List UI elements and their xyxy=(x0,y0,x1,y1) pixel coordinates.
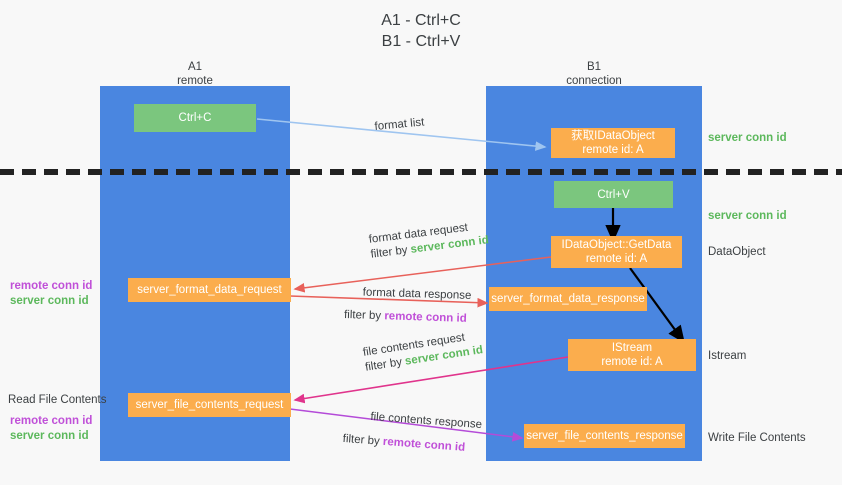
filter-prefix-2: filter by xyxy=(343,308,385,323)
label-server-conn-id-mid: server conn id xyxy=(708,210,787,222)
edge-label-format-data-response-filter: filter by remote conn id xyxy=(344,308,471,327)
node-ctrl-v[interactable]: Ctrl+V xyxy=(554,181,673,208)
filter-prefix-1: filter by xyxy=(369,243,412,261)
edge-label-format-data-request: format data request filter by server con… xyxy=(368,218,490,262)
node-server-file-contents-request[interactable]: server_file_contents_request xyxy=(128,393,291,417)
label-remote-conn-id-1: remote conn id xyxy=(10,280,93,292)
filter-prefix-4: filter by xyxy=(342,432,384,448)
column-b1-sub: connection xyxy=(566,75,622,87)
column-b1-name: B1 xyxy=(586,61,602,73)
filter-value-remote-conn-id-1: remote conn id xyxy=(384,310,467,325)
column-a1-sub: remote xyxy=(177,75,213,87)
node-ctrl-c[interactable]: Ctrl+C xyxy=(134,104,256,132)
filter-value-remote-conn-id-2: remote conn id xyxy=(382,435,466,454)
title-line-2: B1 - Ctrl+V xyxy=(381,33,461,50)
column-a1-name: A1 xyxy=(187,61,203,73)
edge-label-file-contents-response-filter: filter by remote conn id xyxy=(342,432,481,457)
edge-label-format-data-response: format data response filter by remote co… xyxy=(344,285,472,327)
node-idataobject[interactable]: 获取IDataObject remote id: A xyxy=(551,128,675,158)
node-server-file-contents-response-label: server_file_contents_response xyxy=(526,430,683,442)
edge-label-file-contents-response-text: file contents response xyxy=(369,410,483,432)
node-server-format-data-response[interactable]: server_format_data_response xyxy=(489,287,647,311)
page-title: A1 - Ctrl+C B1 - Ctrl+V xyxy=(0,10,842,52)
phase-divider xyxy=(0,169,842,175)
edge-label-format-list: format list xyxy=(374,116,425,133)
label-remote-conn-id-2: remote conn id xyxy=(10,415,93,427)
label-server-conn-id-top: server conn id xyxy=(708,132,787,144)
node-getdata-line1: IDataObject::GetData xyxy=(561,239,672,251)
node-ctrl-c-label: Ctrl+C xyxy=(178,112,212,124)
node-server-file-contents-response[interactable]: server_file_contents_response xyxy=(524,424,685,448)
node-idataobject-line2: remote id: A xyxy=(582,144,644,156)
title-line-1: A1 - Ctrl+C xyxy=(381,12,461,29)
edge-label-format-data-response-text: format data response xyxy=(362,286,472,302)
node-istream[interactable]: IStream remote id: A xyxy=(568,339,696,371)
node-server-file-contents-request-label: server_file_contents_request xyxy=(135,399,284,411)
node-server-format-data-response-label: server_format_data_response xyxy=(491,293,645,305)
label-dataobject: DataObject xyxy=(708,246,766,258)
label-read-file-contents: Read File Contents xyxy=(8,394,107,406)
node-getdata-line2: remote id: A xyxy=(585,253,648,265)
label-istream: Istream xyxy=(708,350,747,362)
node-idataobject-line1: 获取IDataObject xyxy=(571,130,655,142)
label-server-conn-id-2: server conn id xyxy=(10,430,89,442)
node-idataobject-getdata[interactable]: IDataObject::GetData remote id: A xyxy=(551,236,682,268)
label-server-conn-id-1: server conn id xyxy=(10,295,89,307)
node-server-format-data-request[interactable]: server_format_data_request xyxy=(128,278,291,302)
node-istream-line1: IStream xyxy=(611,342,653,354)
label-write-file-contents: Write File Contents xyxy=(708,432,806,444)
edge-label-file-contents-request: file contents request filter by server c… xyxy=(362,328,484,375)
column-header-a1: A1 remote xyxy=(105,60,285,88)
column-header-b1: B1 connection xyxy=(504,60,684,88)
node-ctrl-v-label: Ctrl+V xyxy=(597,188,630,201)
edge-label-file-contents-response: file contents response filter by remote … xyxy=(342,408,482,457)
node-server-format-data-request-label: server_format_data_request xyxy=(137,284,282,296)
node-istream-line2: remote id: A xyxy=(601,356,663,368)
